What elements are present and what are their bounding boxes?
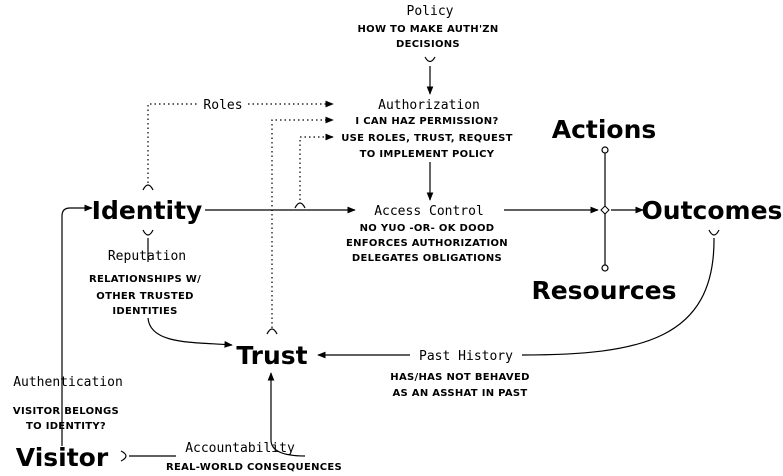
authorization-note: I CAN HAZ PERMISSION?: [355, 116, 498, 127]
resources-label: Resources: [531, 276, 676, 305]
labels: Policy HOW TO MAKE AUTH'ZN DECISIONS Aut…: [13, 4, 783, 473]
authentication-label: Authentication: [13, 375, 123, 390]
past-history-note: AS AN ASSHAT IN PAST: [392, 388, 527, 399]
past-history-note: HAS/HAS NOT BEHAVED: [390, 372, 529, 383]
visitor-label: Visitor: [16, 443, 109, 472]
reputation-label: Reputation: [108, 249, 186, 264]
connectors: [61, 56, 720, 462]
access-control-note: NO YUO -OR- OK DOOD: [360, 223, 495, 234]
edge-accountability-tail: [267, 372, 306, 457]
edge-authentication: [61, 204, 93, 446]
resources-terminal: [601, 264, 609, 272]
identity-reputation-cup: [142, 229, 154, 236]
trust-dotted-cap: [266, 328, 278, 335]
request-dotted-cap: [294, 202, 306, 209]
edge-request-to-authorization: [299, 133, 334, 200]
accountability-label: Accountability: [185, 441, 295, 456]
edge-past-history: [521, 237, 715, 356]
edge-trust-to-authorization: [271, 116, 334, 328]
edge-reputation-lower: [147, 317, 233, 348]
reputation-note: RELATIONSHIPS W/: [89, 274, 201, 285]
actions-terminal: [601, 146, 609, 154]
access-control-label: Access Control: [374, 204, 484, 219]
access-control-note: DELEGATES OBLIGATIONS: [352, 253, 502, 264]
outcomes-connector-cup: [708, 229, 720, 236]
authentication-note: VISITOR BELONGS: [13, 406, 119, 417]
trust-label: Trust: [236, 341, 307, 370]
roles-label: Roles: [203, 98, 242, 113]
authentication-note: TO IDENTITY?: [26, 421, 106, 432]
actions-label: Actions: [552, 115, 657, 144]
accountability-note: REAL-WORLD CONSEQUENCES: [166, 462, 342, 473]
authorization-note: TO IMPLEMENT POLICY: [360, 149, 495, 160]
policy-connector-cup: [424, 56, 436, 63]
reputation-note: OTHER TRUSTED: [96, 291, 193, 302]
past-history-label: Past History: [419, 349, 513, 364]
reputation-note: IDENTITIES: [112, 306, 177, 317]
authorization-note: USE ROLES, TRUST, REQUEST: [341, 133, 513, 144]
policy-label: Policy: [407, 4, 454, 19]
outcomes-label: Outcomes: [642, 196, 783, 225]
access-control-note: ENFORCES AUTHORIZATION: [346, 238, 508, 249]
policy-note: DECISIONS: [396, 39, 460, 50]
authorization-label: Authorization: [378, 98, 480, 113]
visitor-connector-cup: [120, 450, 127, 462]
policy-note: HOW TO MAKE AUTH'ZN: [357, 24, 498, 35]
edge-roles: [147, 103, 198, 183]
identity-label: Identity: [92, 196, 203, 225]
identity-roles-cap: [142, 184, 154, 191]
junction-diamond: [600, 205, 610, 215]
